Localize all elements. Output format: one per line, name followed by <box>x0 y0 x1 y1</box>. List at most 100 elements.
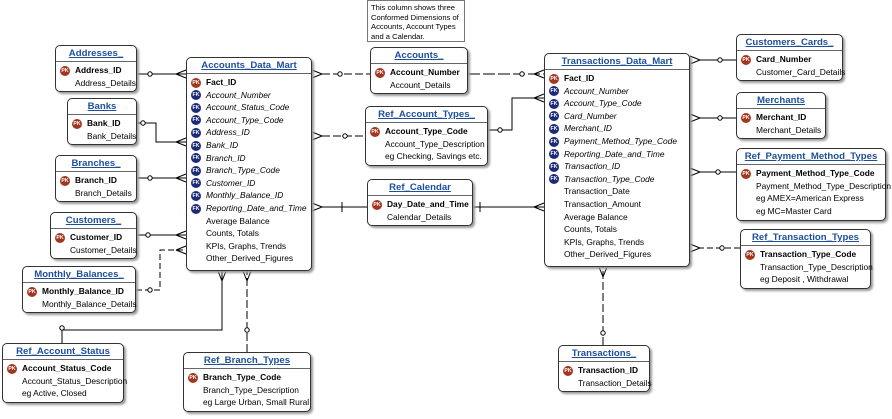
attribute-name: Branch_Type_Code <box>206 165 280 176</box>
attribute-name: Calendar_Details <box>387 211 452 222</box>
entity-title: Ref_Account_Status <box>3 344 123 360</box>
attribute-name: eg Checking, Savings etc. <box>385 151 482 162</box>
entity-title: Addresses_ <box>56 46 136 62</box>
attribute-name: Account_Number <box>390 67 460 77</box>
attribute-name: Fact_ID <box>564 73 595 83</box>
attribute-row: Average Balance <box>190 215 308 228</box>
attribute-row: Counts, Totals <box>190 227 308 240</box>
attribute-row: Transaction_Details <box>562 377 652 390</box>
attribute-row: Other_Derived_Figures <box>190 252 308 265</box>
attribute-name: Account_Status_Description <box>22 375 128 386</box>
conformed-dimensions-note: This column shows three Conformed Dimens… <box>367 0 465 42</box>
rel-transactions-transactions-mart <box>598 266 608 345</box>
attribute-name: Account_Status_Code <box>206 102 290 113</box>
attribute-name: Counts, Totals <box>206 228 259 239</box>
rel-ref-account-types-transactions-mart <box>488 93 545 133</box>
attribute-name: Branch_Type_Description <box>203 384 299 395</box>
note-line: This column shows three <box>371 3 455 12</box>
attribute-name: eg Large Urban, Small Rural <box>203 397 310 408</box>
attribute-name: Customer_Card_Details <box>756 66 846 77</box>
attribute-name: eg AMEX=American Express <box>756 193 864 204</box>
attribute-name: Payment_Method_Type_Code <box>756 168 875 178</box>
entity-title: Ref_Account_Types_ <box>366 107 487 123</box>
rel-customers-accounts-mart <box>137 230 187 240</box>
foreign-key-icon: FK <box>191 115 201 126</box>
note-line: and a Calendar. <box>371 31 425 41</box>
rel-accounts-transactions-mart <box>468 69 545 79</box>
attribute-name: Merchant_ID <box>756 112 807 122</box>
rel-ref-transaction-types-transactions-mart <box>689 243 740 253</box>
attribute-name: Bank_ID <box>206 139 239 150</box>
attribute-row: Customer_Card_Details <box>740 66 845 79</box>
foreign-key-icon: FK <box>549 174 559 185</box>
attribute-name: Address_ID <box>75 65 122 75</box>
attribute-name: Day_Date_and_Time <box>387 199 469 209</box>
foreign-key-icon: FK <box>191 153 201 164</box>
attribute-name: Account_Status_Code <box>22 363 112 373</box>
attribute-row: eg Large Urban, Small Rural <box>187 396 310 409</box>
attribute-row: Branch_Details <box>59 187 133 200</box>
entity-title: Transactions_Data_Mart <box>545 54 689 70</box>
attribute-name: Account_Type_Description <box>385 138 485 149</box>
entity-title: Merchants <box>737 93 825 109</box>
attribute-row: Account_Status_Description <box>6 375 127 388</box>
foreign-key-icon: FK <box>191 190 201 201</box>
attribute-row: Branch_Type_Description <box>187 384 307 397</box>
attribute-row: eg MC=Master Card <box>740 205 882 218</box>
attribute-name: Transaction_ID <box>578 365 639 375</box>
entity-title: Transactions_ <box>559 346 649 362</box>
attribute-name: Transaction_ID <box>564 161 621 172</box>
attribute-name: Customer_Details <box>70 244 137 255</box>
attribute-name: Transaction_Date <box>564 186 630 197</box>
foreign-key-icon: FK <box>191 127 201 138</box>
entity-title: Accounts_Data_Mart <box>187 58 311 74</box>
attribute-row: Customer_Details <box>54 244 137 257</box>
rel-ref-calendar-transactions-mart <box>473 202 545 212</box>
attribute-name: Account_Details <box>390 79 451 90</box>
attribute-row: eg Active, Closed <box>6 387 120 400</box>
foreign-key-icon: FK <box>549 86 559 97</box>
